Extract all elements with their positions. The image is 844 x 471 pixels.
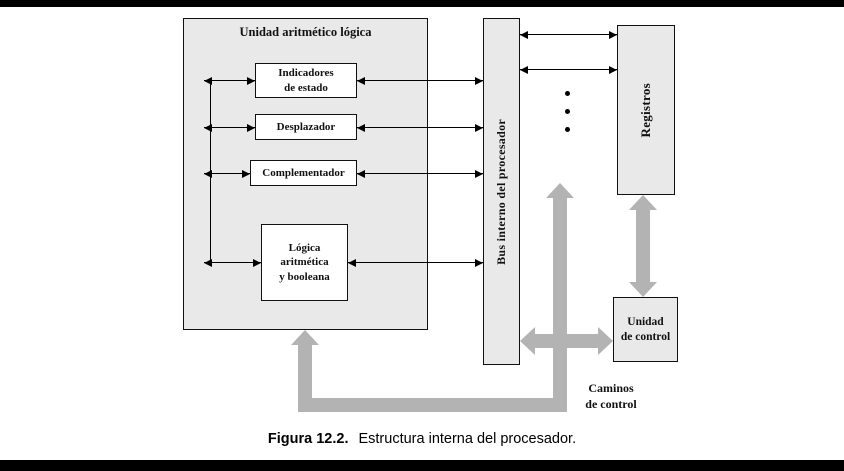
shifter-box: Desplazador — [255, 114, 357, 140]
control-path-reg-arrowhead — [629, 195, 657, 210]
control-path-cu-arrowhead — [598, 327, 613, 355]
ellipsis-dot — [565, 91, 570, 96]
control-path-cu-top-arrowhead — [629, 282, 657, 297]
arrow-status-bus — [357, 76, 483, 85]
arrow-logic-bus — [348, 258, 483, 267]
complementer-box: Complementador — [250, 160, 357, 186]
ellipsis-dot — [565, 127, 570, 132]
figure-number: Figura 12.2. — [267, 431, 349, 447]
ellipsis-dot — [565, 109, 570, 114]
control-path-bottom-shaft — [298, 398, 567, 412]
more-registers-ellipsis — [565, 91, 570, 132]
arrow-bus-register-2 — [520, 65, 617, 74]
internal-bus-label: Bus interno del procesador — [494, 118, 508, 265]
figure-title: Estructura interna del procesador. — [358, 431, 577, 447]
figure-caption: Figura 12.2. Estructura interna del proce… — [0, 431, 844, 447]
control-paths-label: Caminos de control — [585, 381, 637, 411]
arrow-shifter-left — [204, 123, 255, 132]
arrow-shifter-bus — [357, 123, 483, 132]
control-path-bus-cu-shaft — [531, 334, 602, 348]
registers-label: Registros — [638, 82, 653, 138]
control-path-alu-shaft — [298, 344, 312, 412]
status-flags-box: Indicadores de estado — [255, 63, 357, 98]
control-path-register-gap-shaft — [553, 197, 567, 412]
alu-title: Unidad aritmético lógica — [239, 25, 372, 39]
arrow-bus-register-1 — [520, 30, 617, 39]
control-path-bus-arrowhead — [520, 327, 535, 355]
control-path-reg-cu-shaft — [636, 208, 650, 284]
registers-box: Registros — [617, 25, 675, 195]
top-border-rule — [0, 0, 844, 7]
arrow-complementer-left — [204, 169, 250, 178]
arrow-complementer-bus — [357, 169, 483, 178]
arithmetic-boolean-logic-box: Lógica aritmética y booleana — [261, 224, 348, 301]
arrow-logic-left — [204, 258, 261, 267]
bottom-border-rule — [0, 460, 844, 471]
control-path-alu-arrowhead — [291, 330, 319, 345]
control-unit-box: Unidad de control — [613, 297, 678, 362]
control-path-register-gap-arrowhead — [546, 183, 574, 198]
internal-bus-box: Bus interno del procesador — [483, 18, 520, 365]
arrow-status-left — [204, 76, 255, 85]
